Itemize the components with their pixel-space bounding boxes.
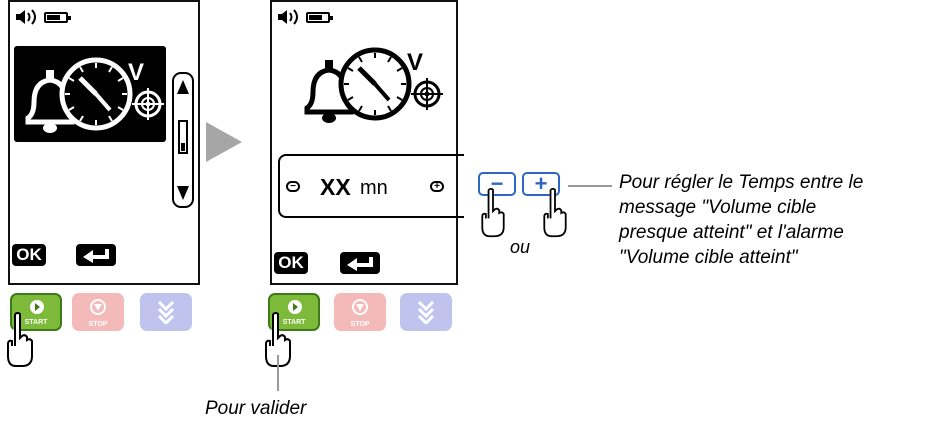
adjust-note-line: message "Volume cible xyxy=(619,197,817,218)
stop-label: STOP xyxy=(350,321,370,328)
return-icon xyxy=(347,257,373,271)
pointing-hand-icon xyxy=(7,312,33,367)
svg-text:V: V xyxy=(128,59,144,86)
start-label: START xyxy=(282,319,306,326)
skip-button[interactable] xyxy=(400,293,452,331)
validate-leader-line xyxy=(277,355,279,391)
time-unit: mn xyxy=(360,177,388,199)
adjust-note-line: presque atteint" et l'alarme xyxy=(619,222,844,243)
pointing-hand-icon xyxy=(265,312,291,367)
play-icon xyxy=(30,300,44,314)
time-value-field xyxy=(278,154,464,218)
bell-clock-volume-target-icon: V xyxy=(25,57,164,133)
bell-clock-volume-target-icon: V xyxy=(304,47,443,123)
plus-button[interactable]: + xyxy=(522,172,560,196)
status-icons xyxy=(276,8,333,26)
or-label: ou xyxy=(510,237,531,257)
stop-icon xyxy=(352,299,368,315)
status-icons xyxy=(14,8,71,26)
play-icon xyxy=(288,300,302,314)
svg-text:V: V xyxy=(407,49,423,76)
start-label: START xyxy=(24,319,48,326)
stop-button[interactable]: STOP xyxy=(334,293,386,331)
ok-button[interactable]: OK xyxy=(274,252,308,274)
pointing-hand-icon xyxy=(543,188,567,238)
pointing-hand-icon xyxy=(481,188,505,238)
selected-menu-item[interactable]: V xyxy=(14,46,166,142)
screen-plus-indicator: + xyxy=(430,181,444,192)
next-step-arrow xyxy=(206,122,242,162)
scroll-thumb[interactable] xyxy=(178,120,188,154)
scroll-up-arrow[interactable] xyxy=(177,80,189,94)
speaker-icon xyxy=(278,9,298,25)
adjust-leader-line xyxy=(568,185,612,187)
device-screen-setting: V − XX mn + OK xyxy=(270,0,464,285)
return-icon xyxy=(83,249,109,263)
battery-icon xyxy=(44,11,71,23)
skip-icon xyxy=(157,300,175,324)
ok-button[interactable]: OK xyxy=(12,244,46,266)
skip-icon xyxy=(417,300,435,324)
adjust-note-line: "Volume cible atteint" xyxy=(619,247,798,268)
scroll-down-arrow[interactable] xyxy=(177,186,189,200)
menu-scrollbar[interactable] xyxy=(172,72,194,208)
stop-button[interactable]: STOP xyxy=(72,293,124,331)
time-value: XX xyxy=(320,174,351,200)
return-button[interactable] xyxy=(76,244,116,266)
battery-icon xyxy=(306,11,333,23)
screen-minus-indicator: − xyxy=(286,181,300,192)
speaker-icon xyxy=(16,9,36,25)
return-button[interactable] xyxy=(340,252,380,274)
skip-button[interactable] xyxy=(140,293,192,331)
stop-label: STOP xyxy=(88,321,108,328)
adjust-note: Pour régler le Temps entre le message "V… xyxy=(619,170,929,270)
stop-icon xyxy=(90,299,106,315)
validate-note: Pour valider xyxy=(205,398,307,419)
device-screen-menu: V OK xyxy=(8,0,200,285)
adjust-note-line: Pour régler le Temps entre le xyxy=(619,172,864,193)
minus-button[interactable]: − xyxy=(478,172,516,196)
